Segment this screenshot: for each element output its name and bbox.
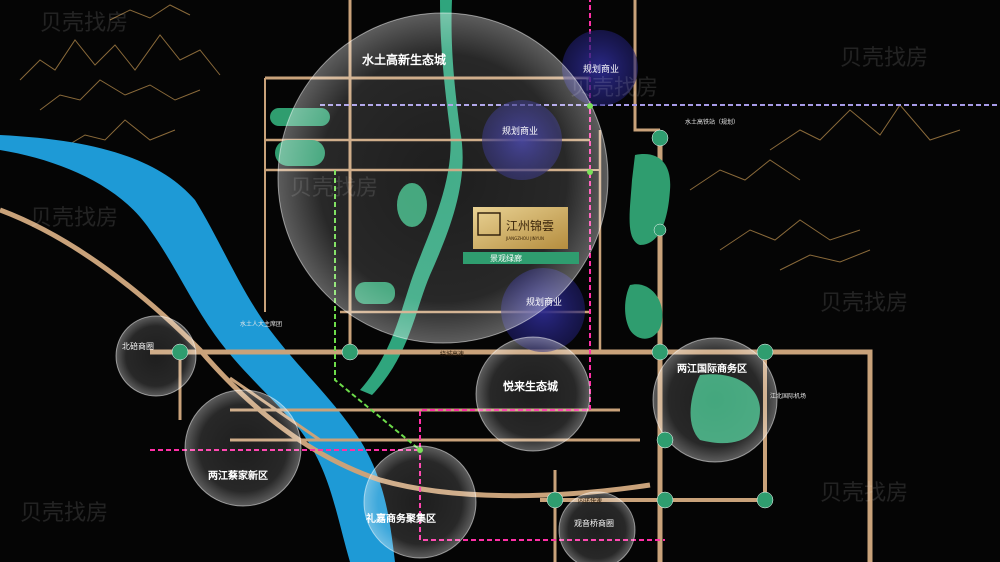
svg-text:贝壳找房: 贝壳找房 [30, 206, 118, 231]
mountains-right [689, 104, 961, 271]
zone-title-liangjiang: 两江国际商务区 [677, 362, 747, 375]
svg-text:贝壳找房: 贝壳找房 [570, 76, 658, 101]
svg-text:贝壳找房: 贝壳找房 [20, 501, 108, 526]
zone-title-shuitu: 水土高新生态城 [362, 52, 446, 67]
svg-text:贝壳找房: 贝壳找房 [840, 46, 928, 71]
zone-title-beibei: 北碚商圈 [122, 341, 154, 351]
label-gaotie: 水土高铁站（规划） [685, 118, 739, 126]
label-renda: 水土人大主席团 [240, 320, 282, 328]
zone-bubble-caijia[interactable] [184, 389, 302, 507]
interchange-nodes [171, 129, 774, 509]
metro-line-green [334, 170, 421, 451]
svg-text:贝壳找房: 贝壳找房 [820, 481, 908, 506]
zone-bubble-lijia[interactable] [363, 445, 477, 559]
planned-label-1: 规划商业 [583, 63, 619, 75]
project-subname: JIANGZHOU JINYUN [505, 236, 544, 241]
road-label-neihuan: 内环快速 [578, 497, 602, 505]
zone-title-caijia: 两江蔡家新区 [208, 469, 268, 482]
label-jichang: 江北国际机场 [770, 392, 806, 400]
zone-bubble-beibei[interactable] [115, 315, 197, 397]
river-jialing [0, 135, 395, 562]
view-corridor-label: 景观绿廊 [490, 253, 522, 263]
project-marker[interactable] [473, 207, 568, 249]
mountains-left [19, 4, 221, 151]
metro-line-pink [150, 0, 591, 451]
zone-bubble-liangjiang[interactable] [652, 337, 778, 463]
project-name: 江州锦雲 [506, 219, 554, 233]
planned-label-3: 规划商业 [526, 296, 562, 308]
watermarks: 贝壳找房 贝壳找房 贝壳找房 贝壳找房 贝壳找房 贝壳找房 贝壳找房 贝壳找房 [20, 11, 928, 526]
zone-title-guanyinqiao: 观音桥商圈 [574, 518, 614, 528]
zone-title-yuelai: 悦来生态城 [503, 379, 558, 393]
zone-bubble-yuelai[interactable] [475, 336, 591, 452]
stations [417, 103, 593, 453]
zone-title-lijia: 礼嘉商务聚集区 [366, 512, 436, 525]
svg-text:贝壳找房: 贝壳找房 [290, 176, 378, 201]
road-label-ring: 绕城高速 [440, 350, 464, 358]
zone-bubble-guanyinqiao[interactable] [558, 491, 636, 562]
svg-text:贝壳找房: 贝壳找房 [40, 11, 128, 36]
svg-text:贝壳找房: 贝壳找房 [820, 291, 908, 316]
planned-label-2: 规划商业 [502, 125, 538, 137]
project-logo-icon [477, 212, 501, 236]
view-corridor [463, 252, 579, 264]
